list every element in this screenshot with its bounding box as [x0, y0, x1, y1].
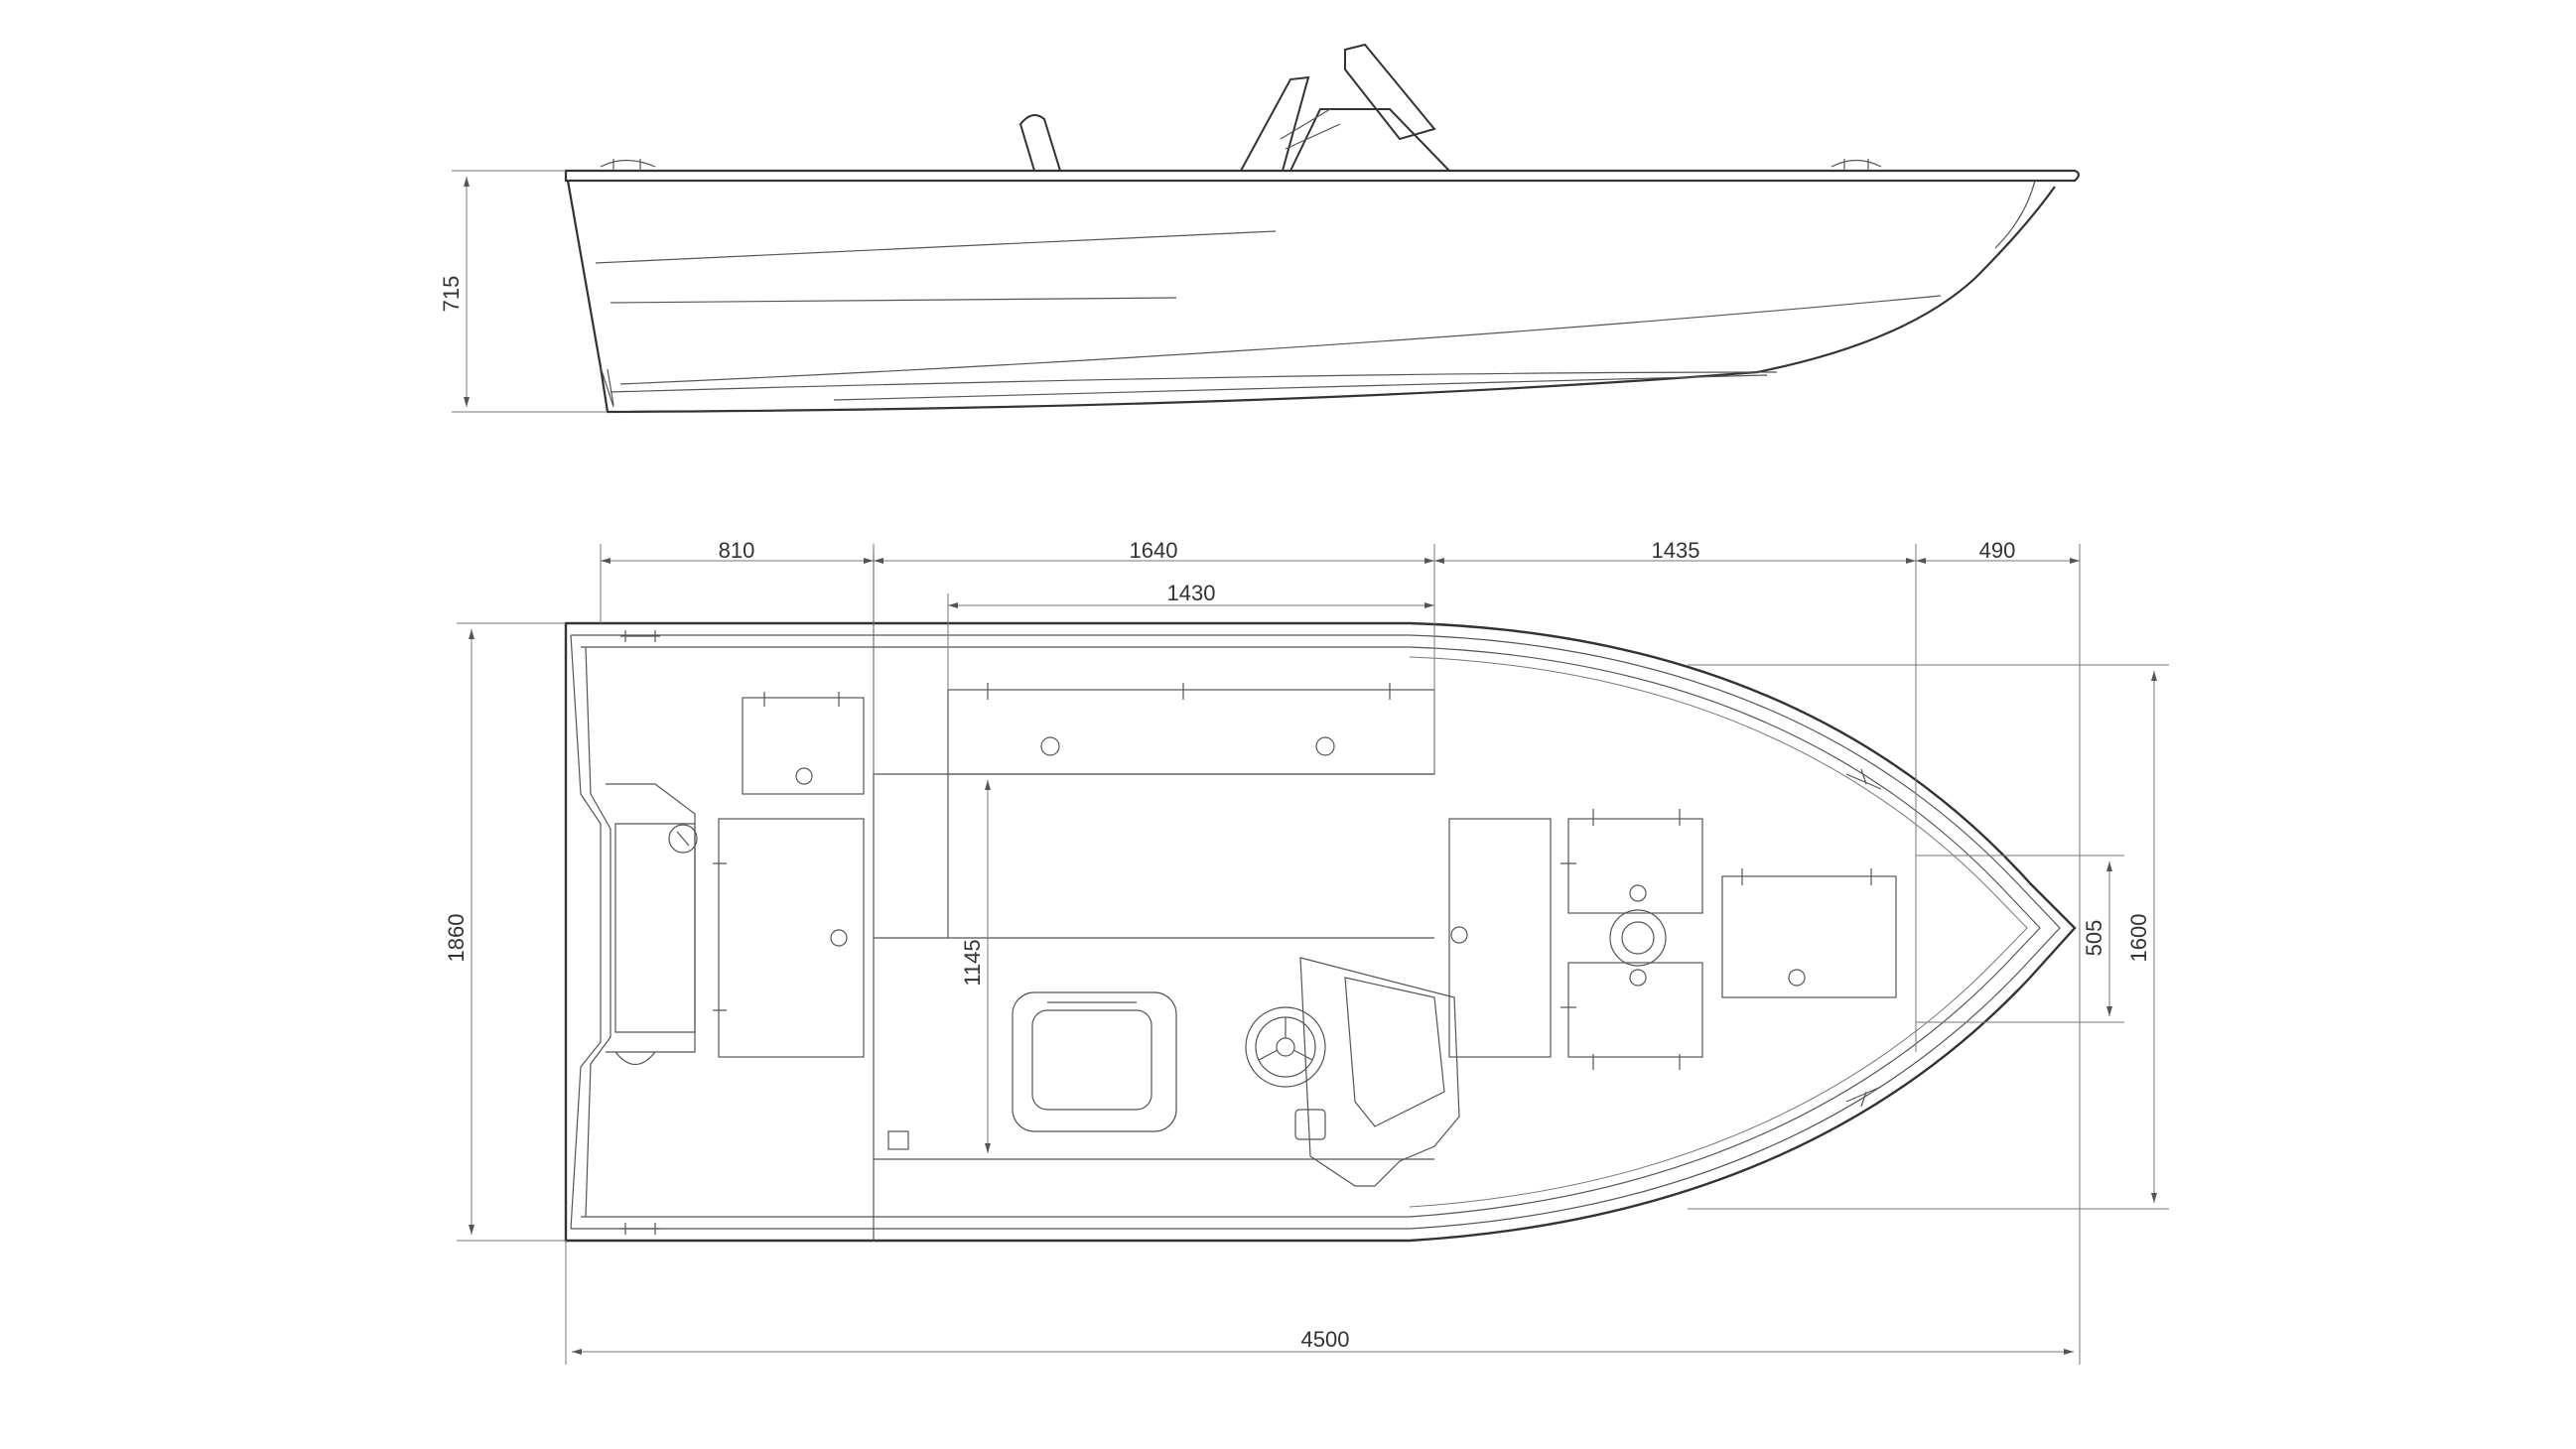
dim-overall-length: 4500: [1301, 1327, 1350, 1352]
top-view: 810 1640 1435 490 1430 1860 1600 505 114…: [444, 538, 2169, 1365]
side-height-label: 715: [439, 276, 464, 313]
dim-bow-tip: 490: [1979, 538, 2016, 563]
dim-beam: 1860: [444, 914, 469, 963]
dim-cockpit-length: 1145: [960, 939, 985, 986]
side-view: 715: [439, 43, 2081, 414]
dim-bow-section: 1435: [1652, 538, 1700, 563]
dim-middle-section: 1640: [1130, 538, 1178, 563]
dim-front-bench: 1430: [1167, 581, 1216, 605]
dim-bow-width: 505: [2082, 920, 2106, 957]
dim-stern-section: 810: [719, 538, 755, 563]
dim-inner-beam: 1600: [2126, 914, 2151, 963]
